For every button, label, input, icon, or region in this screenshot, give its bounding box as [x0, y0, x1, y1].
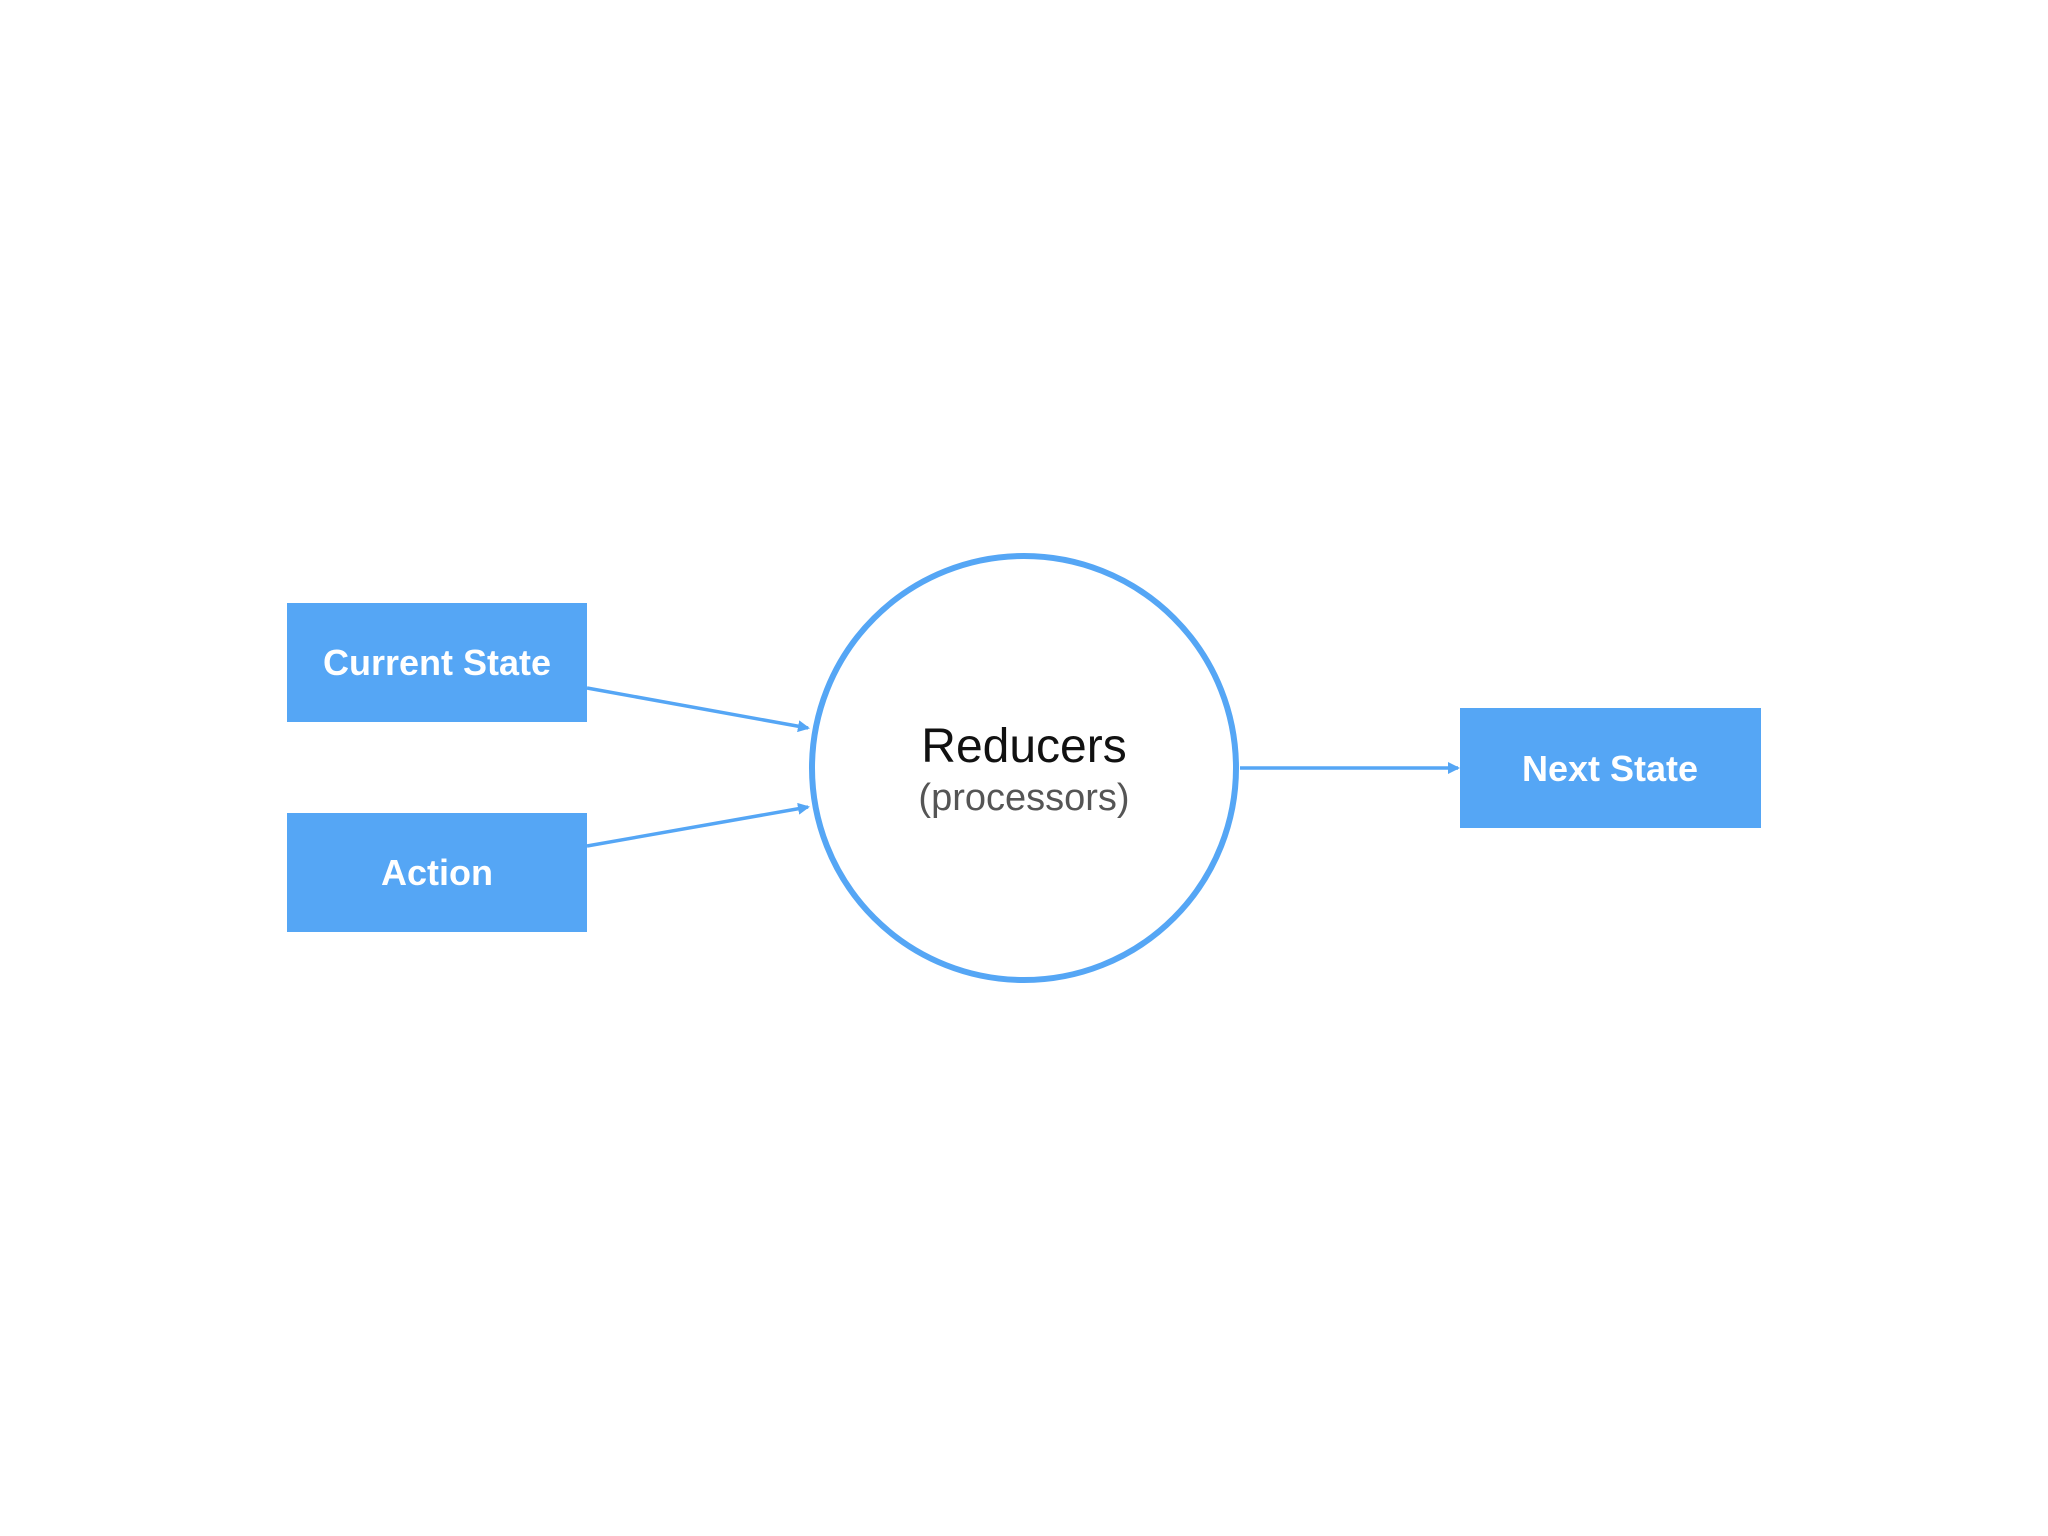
- reducers-node: Reducers (processors): [809, 553, 1239, 983]
- reducers-title: Reducers: [921, 720, 1126, 773]
- current-state-box: [287, 603, 587, 722]
- current-state-node: Current State: [287, 603, 587, 722]
- action-node: Action: [287, 813, 587, 932]
- action-box: [287, 813, 587, 932]
- action-label: Action: [381, 852, 493, 893]
- next-state-node: Next State: [1460, 708, 1761, 828]
- edge-action-to-reducers: [586, 802, 810, 848]
- reducers-circle: [809, 553, 1239, 983]
- next-state-box: [1460, 708, 1761, 828]
- next-state-label: Next State: [1522, 748, 1698, 789]
- reducers-subtitle: (processors): [918, 777, 1129, 819]
- current-state-label: Current State: [323, 642, 551, 683]
- edge-current-state-to-reducers: [586, 686, 810, 733]
